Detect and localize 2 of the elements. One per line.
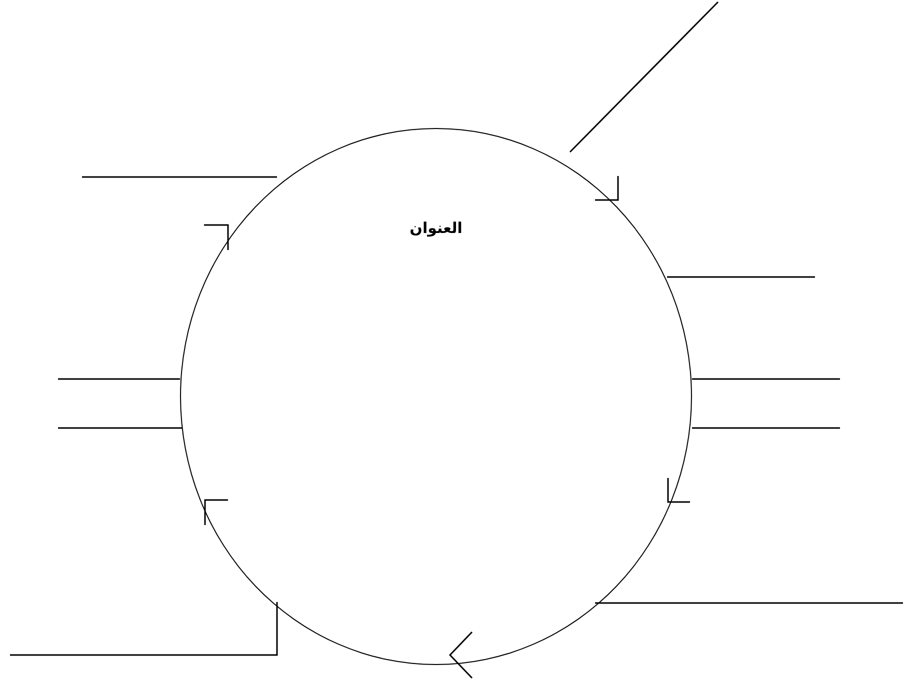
cycle-circle — [180, 128, 692, 665]
title-text: العنوان — [410, 218, 462, 239]
